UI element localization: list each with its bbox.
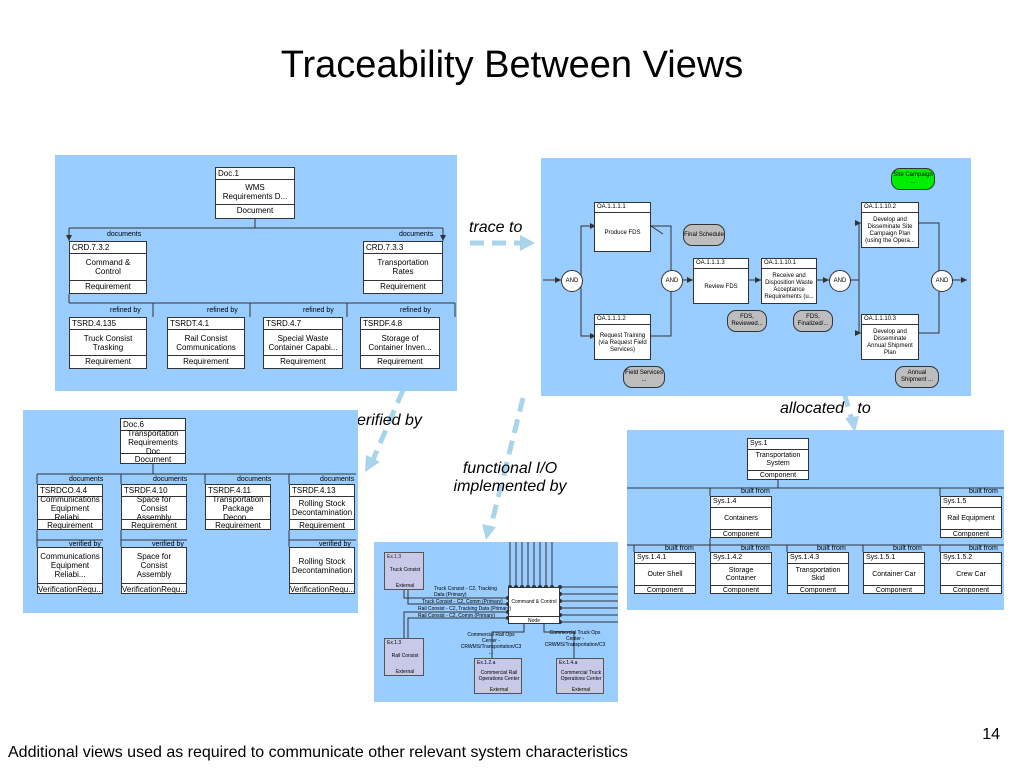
link-label: Truck Consist - C2, Tracking Data (Prima…	[434, 586, 497, 598]
rel-documents: documents	[237, 476, 272, 483]
rel-documents-right: documents	[399, 231, 434, 238]
and-gate: AND	[661, 270, 683, 292]
rel-verified: verified by	[69, 541, 101, 548]
function-box[interactable]: OA.1.1.1.3 Review FDS	[693, 258, 749, 304]
and-gate: AND	[561, 270, 583, 292]
rail-consist-box[interactable]: Ex.1.3 Rail Consist External	[384, 638, 424, 676]
rel-refined-3: refined by	[303, 307, 334, 314]
rel-built: built from	[741, 545, 770, 552]
crd-box[interactable]: CRD.7.3.2 Command &Control Requirement	[69, 241, 147, 294]
truck-consist-box[interactable]: Ex.1.3 Truck Consist External	[384, 552, 424, 590]
link-label: Rail Consist - C2, Tracking Data (Primar…	[418, 606, 512, 612]
rel-documents: documents	[320, 476, 355, 483]
slide-title: Traceability Between Views	[280, 44, 744, 86]
rel-refined-4: refined by	[400, 307, 431, 314]
component-box[interactable]: Sys.1.4.2 Storage Container Component	[710, 552, 772, 594]
page-number: 14	[982, 726, 1000, 743]
rel-documents: documents	[153, 476, 188, 483]
rel-verified: verified by	[319, 541, 351, 548]
component-box[interactable]: Sys.1.4 Containers Component	[710, 496, 772, 538]
and-gate: AND	[931, 270, 953, 292]
footer-note: Additional views used as required to com…	[8, 744, 628, 761]
allocated-to-label: allocated to	[780, 400, 871, 417]
rel-built: built from	[817, 545, 846, 552]
field-services-item: Field Services ...	[623, 366, 665, 388]
function-box[interactable]: OA.1.1.1.2 Request Training (via Request…	[594, 314, 651, 360]
link-label: Rail Consist - C2, Comm (Primary)	[418, 613, 495, 619]
link-label: Commercial Rail Ops Center - CRWMS/Trans…	[460, 632, 522, 656]
functional-io-label: functional I/O implemented by	[453, 460, 567, 495]
site-campaign-item: Site Campaign ...	[891, 168, 935, 190]
component-box[interactable]: Sys.1.5.1 Container Car Component	[863, 552, 925, 594]
rel-refined-1: refined by	[110, 307, 141, 314]
and-gate: AND	[829, 270, 851, 292]
rel-documents-left: documents	[107, 231, 142, 238]
component-box[interactable]: Sys.1.4.1 Outer Shell Component	[634, 552, 696, 594]
component-box[interactable]: Sys.1.5 Rail Equipment Component	[940, 496, 1002, 538]
fds-finalized-item: FDS, Finalized/...	[793, 310, 833, 332]
rel-built: built from	[665, 545, 694, 552]
final-schedule-item: Final Schedule	[683, 224, 725, 246]
fds-reviewed-item: FDS, Reviewed...	[727, 310, 767, 332]
rel-refined-2: refined by	[207, 307, 238, 314]
verified-by-arrow	[369, 389, 406, 463]
rel-documents: documents	[69, 476, 104, 483]
rel-built: built from	[893, 545, 922, 552]
function-box[interactable]: OA.1.1.10.1 Receive and Disposition Wast…	[761, 258, 817, 304]
interface-diagram-panel: Ex.1.3 Truck Consist External Ex.1.3 Rai…	[374, 542, 618, 702]
command-control-node[interactable]: Command & Control Node	[508, 587, 560, 624]
rel-built: built from	[969, 545, 998, 552]
rail-ops-center-box[interactable]: Ex.1.2.a Commercial Rail Operations Cent…	[474, 658, 522, 694]
truck-ops-center-box[interactable]: Ex.1.4.a Commercial Truck Operations Cen…	[556, 658, 604, 694]
verified-by-label: verified by	[349, 412, 422, 429]
link-label: Commercial Truck Ops Center - CRWMS/Tran…	[544, 630, 606, 648]
component-box[interactable]: Sys.1.5.2 Crew Car Component	[940, 552, 1002, 594]
function-box[interactable]: OA.1.1.1.1 Produce FDS	[594, 202, 651, 252]
rel-built: built from	[969, 488, 998, 495]
rel-built: built from	[741, 488, 770, 495]
function-box[interactable]: OA.1.1.10.2 Develop and Disseminate Site…	[861, 202, 919, 248]
functional-flow-panel: AND AND AND AND OA.1.1.1.1 Produce FDS O…	[541, 158, 971, 396]
function-box[interactable]: OA.1.1.10.3 Develop and Disseminate Annu…	[861, 314, 919, 360]
annual-shipment-item: Annual Shipment ...	[895, 366, 939, 388]
functional-arrow	[487, 397, 526, 531]
rel-verified: verified by	[152, 541, 184, 548]
link-label: Truck Consist - C2, Comm (Primary)	[422, 599, 503, 605]
trace-to-label: trace to	[469, 219, 523, 236]
